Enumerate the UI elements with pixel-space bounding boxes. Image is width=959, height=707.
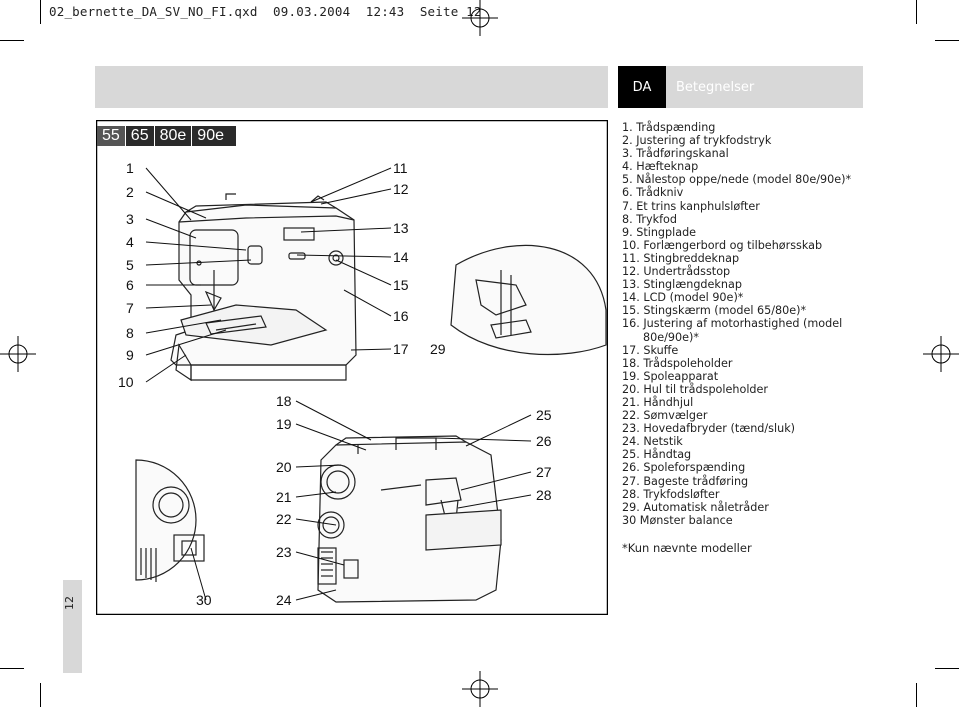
registration-mark-top (462, 0, 498, 36)
page-side-tab (63, 580, 82, 673)
callout-22: 22 (276, 511, 292, 527)
list-item: 10. Forlængerbord og tilbehørsskab (622, 238, 823, 252)
list-item: 11. Stingbreddeknap (622, 251, 740, 265)
list-item: 9. Stingplade (622, 225, 697, 239)
crop-mark (935, 668, 959, 669)
callout-30: 30 (196, 592, 212, 608)
registration-mark-right (923, 336, 959, 372)
callout-10: 10 (118, 374, 134, 390)
list-item: 6. Trådkniv (622, 186, 684, 200)
callout-19: 19 (276, 416, 292, 432)
machine-front-view (170, 193, 357, 382)
list-item: 14. LCD (model 90e)* (622, 291, 744, 305)
model-65: 65 (125, 126, 155, 146)
list-item: 17. Skuffe (622, 343, 679, 357)
list-item: 8. Trykfod (622, 212, 678, 226)
model-tabs: 55 65 80e 90e (97, 126, 237, 146)
header-band (95, 66, 608, 108)
callout-15: 15 (393, 277, 409, 293)
callout-4: 4 (126, 234, 134, 250)
callout-9: 9 (126, 347, 134, 363)
model-80e: 80e (154, 126, 193, 146)
list-item: 26. Spoleforspænding (622, 461, 746, 475)
list-item: 5. Nålestop oppe/nede (model 80e/90e)* (622, 173, 852, 187)
callout-5: 5 (126, 257, 134, 273)
list-item: 20. Hul til trådspoleholder (622, 382, 769, 396)
callout-14: 14 (393, 249, 409, 265)
section-title: Betegnelser (666, 66, 863, 108)
page-number: 12 (63, 596, 76, 610)
crop-mark (935, 40, 959, 41)
list-item: 18. Trådspoleholder (622, 356, 733, 370)
list-item: 3. Trådføringskanal (622, 147, 729, 161)
callout-24: 24 (276, 592, 292, 608)
callout-11: 11 (393, 160, 408, 176)
callout-17: 17 (393, 341, 409, 357)
list-item: 7. Et trins kanphulsløfter (622, 199, 760, 213)
list-item: 12. Undertrådsstop (622, 265, 731, 279)
list-item: 25. Håndtag (622, 448, 692, 462)
list-item: 23. Hovedafbryder (tænd/sluk) (622, 422, 796, 436)
callout-16: 16 (393, 308, 409, 324)
callout-1: 1 (126, 160, 134, 176)
power-socket-inset (135, 459, 205, 582)
callout-6: 6 (126, 277, 134, 293)
parts-list: 1. Trådspænding 2. Justering af trykfods… (622, 121, 851, 527)
footnote: *Kun nævnte modeller (622, 541, 752, 555)
callout-18: 18 (276, 393, 292, 409)
callout-13: 13 (393, 220, 409, 236)
crop-mark (0, 40, 24, 41)
callout-12: 12 (393, 181, 409, 197)
list-item-continuation: 80e/90e)* (643, 330, 699, 344)
list-item: 19. Spoleapparat (622, 369, 719, 383)
model-90e: 90e (192, 126, 237, 146)
crop-mark (40, 0, 41, 24)
sewing-machine-illustration: 1 2 3 4 5 6 7 8 9 10 11 12 13 14 15 16 1… (96, 120, 608, 615)
list-item: 4. Hæfteknap (622, 160, 699, 174)
file-header: 02_bernette_DA_SV_NO_FI.qxd 09.03.2004 1… (49, 4, 482, 19)
language-tab: DA (618, 66, 666, 108)
illustration-frame (96, 120, 608, 615)
list-item: 30 Mønster balance (622, 513, 733, 527)
list-item: 27. Bageste trådføring (622, 474, 749, 488)
needle-threader-inset (450, 244, 607, 356)
callout-7: 7 (126, 300, 134, 316)
machine-rear-view (317, 435, 502, 603)
list-item: 28. Trykfodsløfter (622, 487, 720, 501)
callout-21: 21 (276, 489, 292, 505)
list-item: 13. Stinglængdeknap (622, 278, 742, 292)
callout-29: 29 (430, 341, 446, 357)
list-item: 15. Stingskærm (model 65/80e)* (622, 304, 807, 318)
list-item: 24. Netstik (622, 435, 683, 449)
registration-mark-bottom (462, 671, 498, 707)
callout-23: 23 (276, 544, 292, 560)
callout-26: 26 (536, 433, 552, 449)
list-item: 21. Håndhjul (622, 395, 694, 409)
callout-8: 8 (126, 325, 134, 341)
crop-mark (0, 668, 24, 669)
callout-2: 2 (126, 184, 134, 200)
callout-27: 27 (536, 464, 552, 480)
crop-mark (916, 683, 917, 707)
callout-3: 3 (126, 211, 134, 227)
list-item: 22. Sømvælger (622, 409, 708, 423)
registration-mark-left (0, 336, 36, 372)
list-item: 1. Trådspænding (622, 121, 716, 134)
crop-mark (916, 0, 917, 24)
callout-25: 25 (536, 407, 552, 423)
list-item: 2. Justering af trykfodstryk (622, 134, 772, 148)
callout-20: 20 (276, 459, 292, 475)
list-item: 16. Justering af motorhastighed (model (622, 317, 843, 331)
callout-28: 28 (536, 487, 552, 503)
model-55: 55 (97, 126, 126, 146)
crop-mark (40, 683, 41, 707)
list-item: 29. Automatisk nåletråder (622, 500, 769, 514)
